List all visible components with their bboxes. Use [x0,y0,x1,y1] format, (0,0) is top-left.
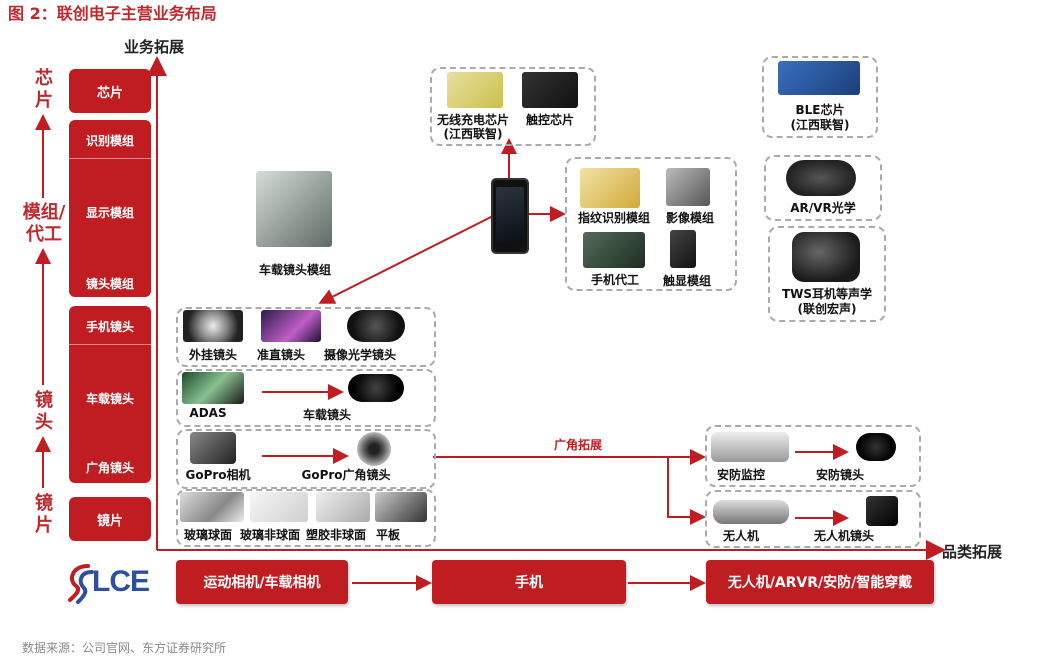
side-label-lens: 镜头 [35,390,53,433]
adas-label: ADAS [189,406,227,420]
external-lens-image [183,310,243,342]
plastic-aspheric-label: 塑胶非球面 [305,528,366,542]
external-lens-label: 外挂镜头 [188,348,237,362]
security-lens-image [856,433,896,461]
ble-chip-image [778,61,860,95]
ar-vr-label: AR/VR光学 [790,201,856,215]
car-lens-group [176,369,436,427]
smartphone-icon [491,178,529,254]
wide-angle-expand-label: 广角拓展 [553,438,602,452]
ble-chip-group [762,56,878,138]
bottom-bar-stage-1: 运动相机/车载相机 [176,560,348,604]
gopro-camera-image [190,432,236,464]
side-label-module: 模组/代工 [22,202,66,245]
ble-chip-maker: (江西联智) [790,118,850,132]
imaging-module-image [666,168,710,206]
security-group [705,425,921,487]
left-module-item: 显示模组 [85,206,134,220]
left-module-item: 镜头模组 [85,277,134,291]
logo-text: LCE [92,565,150,598]
bottom-bar-stage-2: 手机 [432,560,626,604]
glass-sphere-image [180,492,244,522]
ar-vr-group [764,155,882,221]
chip-group [430,67,596,146]
phone-oem-image [583,232,645,268]
left-lens-item: 车载镜头 [85,392,134,406]
fingerprint-label: 指纹识别模组 [577,211,650,225]
figure-title: 图 2：联创电子主营业务布局 [8,4,217,23]
adas-image [182,372,244,404]
module-group [565,157,737,291]
touch-chip-image [522,72,578,108]
glass-aspheric-label: 玻璃非球面 [239,528,300,542]
gopro-lens-image [357,432,391,466]
tws-group [768,226,886,322]
ble-chip-label: BLE芯片 [795,103,845,117]
x-axis-label: 品类拓展 [942,543,1003,561]
car-lens-label: 车载镜头 [302,408,351,422]
collimating-lens-label: 准直镜头 [256,348,305,362]
divider [69,158,151,159]
imaging-label: 影像模组 [665,211,714,225]
security-camera-image [711,432,789,462]
fingerprint-module-image [580,168,640,208]
drone-image [713,500,789,524]
lce-logo: LCE [66,562,150,604]
car-module-image [256,171,332,247]
side-label-chip: 芯片 [35,68,53,111]
phone-lens-group [176,307,436,367]
collimating-lens-image [261,310,321,342]
wireless-chip-maker: (江西联智) [443,127,503,141]
left-lens-item: 广角镜头 [85,461,134,475]
glass-sphere-label: 玻璃球面 [183,528,232,542]
tws-maker: (联创宏声) [797,302,857,316]
touch-display-label: 触显模组 [662,274,711,288]
left-glass-box: 镜片 [69,497,151,541]
plastic-aspheric-image [316,492,370,522]
touch-chip-label: 触控芯片 [525,113,574,127]
drone-lens-image [866,496,898,526]
glass-group [176,489,436,547]
wide-lens-group [176,429,436,489]
source-note: 数据来源：公司官网、东方证券研究所 [22,641,227,655]
drone-label: 无人机 [722,529,759,543]
left-module-box: 识别模组 显示模组 镜头模组 [69,120,151,297]
flat-image [375,492,427,522]
y-axis-label: 业务拓展 [124,38,185,56]
arrow-wide-angle-branch [667,457,706,525]
left-lens-box: 手机镜头 车载镜头 广角镜头 [69,306,151,483]
vr-headset-image [786,160,856,196]
logo-mark-icon [68,564,94,604]
left-chip-box: 芯片 [69,69,151,113]
car-lens-image [348,374,404,402]
touch-display-image [670,230,696,268]
tws-earphone-image [792,232,860,282]
divider [69,344,151,345]
wireless-chip-image [447,72,503,108]
security-lens-label: 安防镜头 [815,468,864,482]
wireless-chip-label: 无线充电芯片 [436,113,509,127]
drone-lens-label: 无人机镜头 [813,529,874,543]
bottom-bar-stage-3: 无人机/ARVR/安防/智能穿戴 [706,560,934,604]
arrow-phone-lens [318,215,494,304]
side-label-glass: 镜片 [35,493,53,536]
camera-optics-image [347,310,405,342]
security-monitor-label: 安防监控 [716,468,765,482]
tws-label: TWS耳机等声学 [781,287,873,301]
drone-group [705,490,921,548]
left-module-item: 识别模组 [85,134,134,148]
phone-oem-label: 手机代工 [590,273,639,287]
left-lens-item: 手机镜头 [85,320,134,334]
glass-aspheric-image [250,492,308,522]
car-module-label: 车载镜头模组 [258,263,331,277]
camera-optics-label: 摄像光学镜头 [323,348,396,362]
phone-screen [496,187,524,243]
gopro-lens-label: GoPro广角镜头 [301,468,391,482]
gopro-camera-label: GoPro相机 [185,468,251,482]
flat-label: 平板 [375,528,400,542]
